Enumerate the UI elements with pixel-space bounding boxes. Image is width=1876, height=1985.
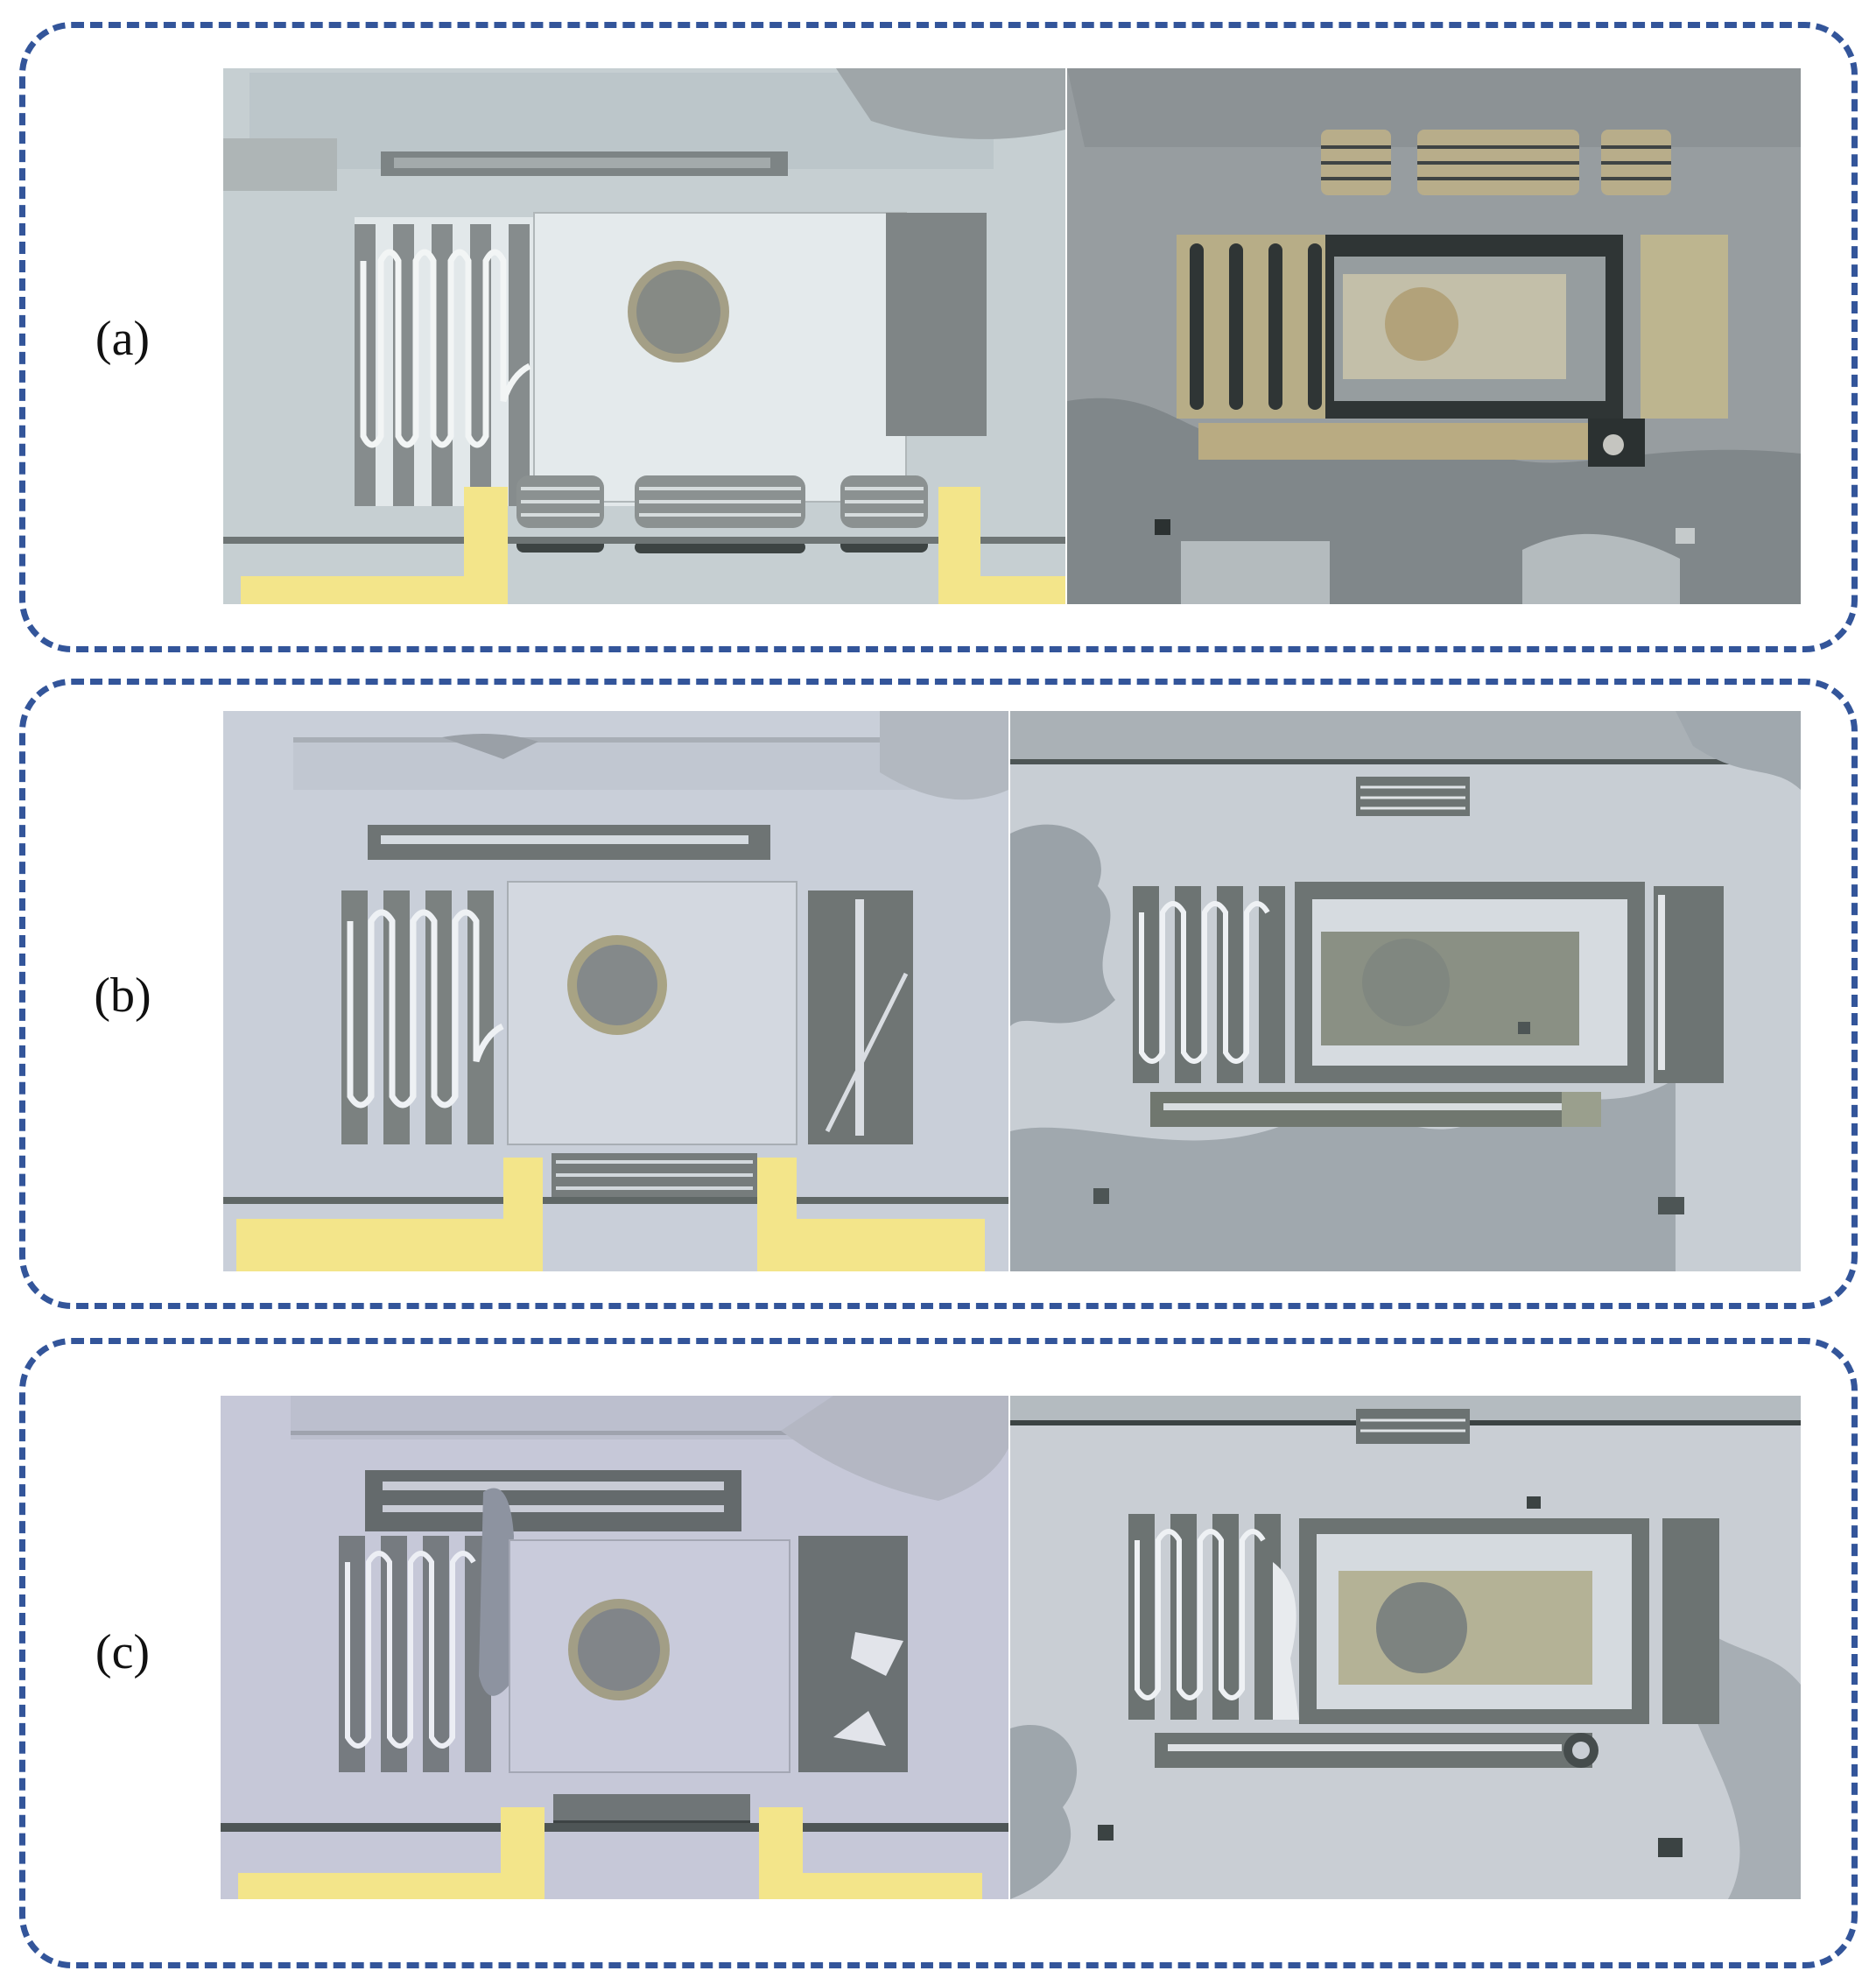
- panel-a-left-micrograph: [223, 68, 1065, 604]
- panel-b-right-micrograph: [1010, 711, 1801, 1271]
- panel-a-frame: [19, 22, 1858, 652]
- panel-c-left-micrograph: [221, 1396, 1008, 1899]
- panel-b-left-micrograph: [223, 711, 1008, 1271]
- panel-b-label: (b): [94, 968, 151, 1023]
- panel-c-label: (c): [95, 1625, 151, 1679]
- panel-c-right-micrograph: [1010, 1396, 1801, 1899]
- panel-b-frame: [19, 679, 1858, 1309]
- panel-a-right-micrograph: [1067, 68, 1801, 604]
- panel-c-frame: [19, 1338, 1858, 1968]
- panel-a-label: (a): [95, 312, 151, 366]
